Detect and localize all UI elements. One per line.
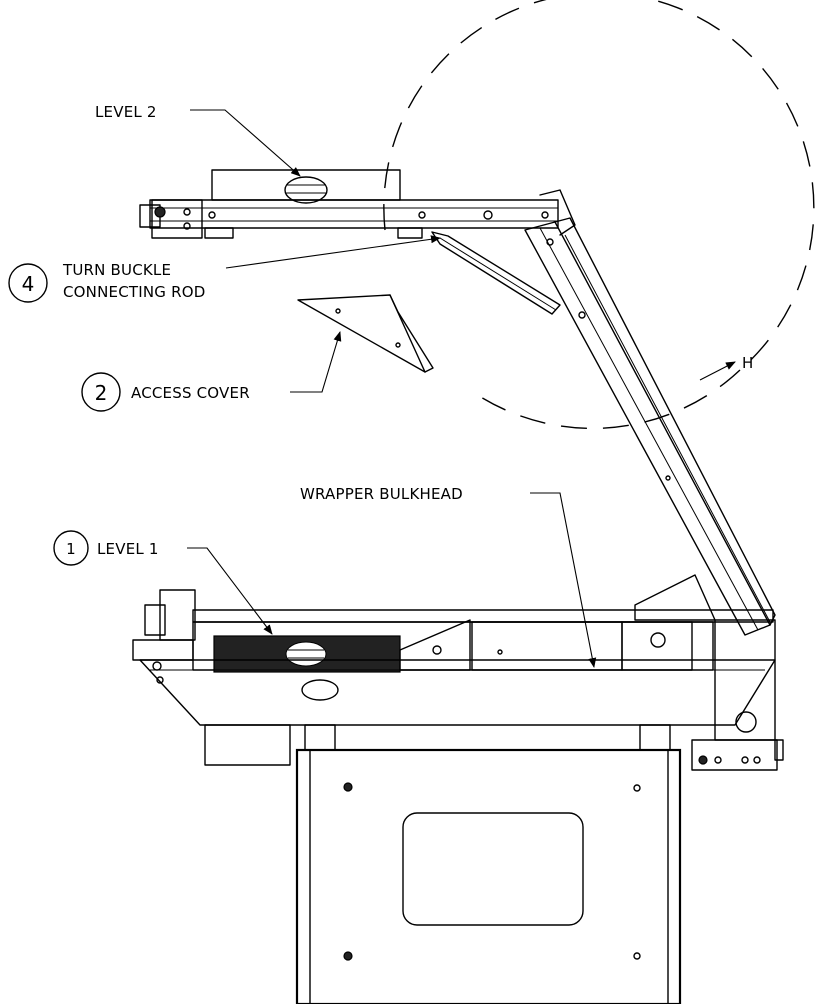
callout-number-2: 2	[95, 381, 108, 405]
label-turn-buckle: TURN BUCKLE	[62, 261, 171, 279]
lid-assembly	[139, 169, 576, 239]
turnbuckle-rod	[431, 231, 561, 315]
callout-number-1: 1	[66, 540, 76, 558]
callout-turnbuckle: 4 TURN BUCKLE CONNECTING ROD	[8, 261, 205, 303]
cabinet	[295, 748, 682, 1004]
callout-level-1: 1 LEVEL 1	[53, 530, 159, 566]
label-level-2: LEVEL 2	[95, 103, 157, 121]
label-wrapper-bulkhead: WRAPPER BULKHEAD	[300, 485, 463, 503]
swing-arc	[383, 0, 815, 430]
label-access-cover: ACCESS COVER	[131, 384, 250, 402]
base-body	[132, 574, 784, 771]
label-arc-h: H	[742, 354, 753, 372]
access-cover-part	[297, 294, 434, 373]
label-level-1: LEVEL 1	[97, 540, 159, 558]
label-connecting-rod: CONNECTING ROD	[63, 283, 205, 301]
leader-lines	[187, 109, 597, 668]
callout-access-cover: 2 ACCESS COVER	[81, 372, 250, 412]
callout-number-4: 4	[22, 272, 35, 296]
